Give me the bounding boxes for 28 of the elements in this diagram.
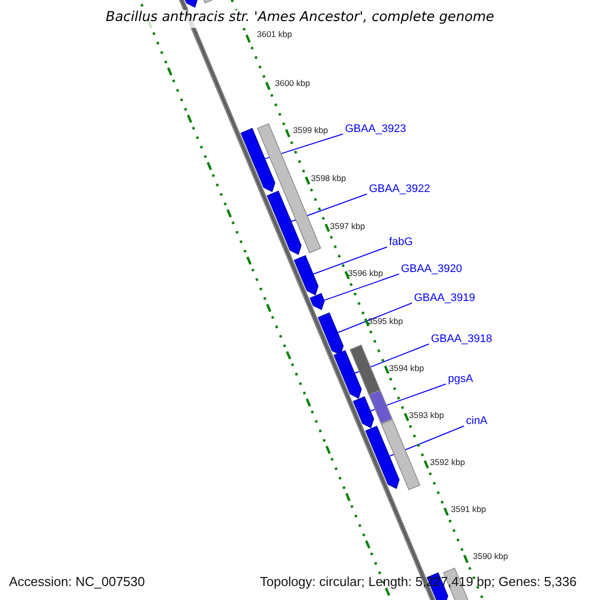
gene-label: GBAA_3922 [369, 184, 430, 195]
scale-label: 3594 kbp [389, 364, 424, 372]
gene-label: GBAA_3918 [431, 334, 492, 345]
scale-label: 3597 kbp [330, 222, 365, 230]
gene-label: GBAA_3923 [345, 124, 406, 135]
gene-block [294, 255, 319, 296]
gene-block [318, 312, 344, 356]
scale-label: 3595 kbp [368, 317, 403, 326]
gene-block [352, 396, 374, 428]
leader-line [338, 302, 412, 333]
scale-label: 3592 kbp [430, 458, 465, 466]
gene-block [266, 190, 302, 255]
accession-text: Accession: NC_007530 [9, 574, 145, 589]
scale-label: 3596 kbp [348, 269, 383, 278]
gene-block [240, 128, 276, 192]
gene-block [334, 350, 362, 399]
gene-label: fabG [389, 237, 413, 248]
leader-line [324, 274, 400, 301]
gene-label: pgsA [448, 374, 474, 385]
gene-block [365, 426, 400, 490]
gene-label: GBAA_3919 [414, 293, 476, 304]
leader-line [313, 246, 388, 274]
scale-label: 3591 kbp [451, 505, 486, 514]
scale-label: 3600 kbp [275, 79, 310, 88]
gene-label: cinA [466, 416, 488, 427]
gene-label: GBAA_3920 [401, 264, 462, 275]
scale-label: 3601 kbp [257, 30, 292, 38]
gene-block [310, 292, 325, 310]
